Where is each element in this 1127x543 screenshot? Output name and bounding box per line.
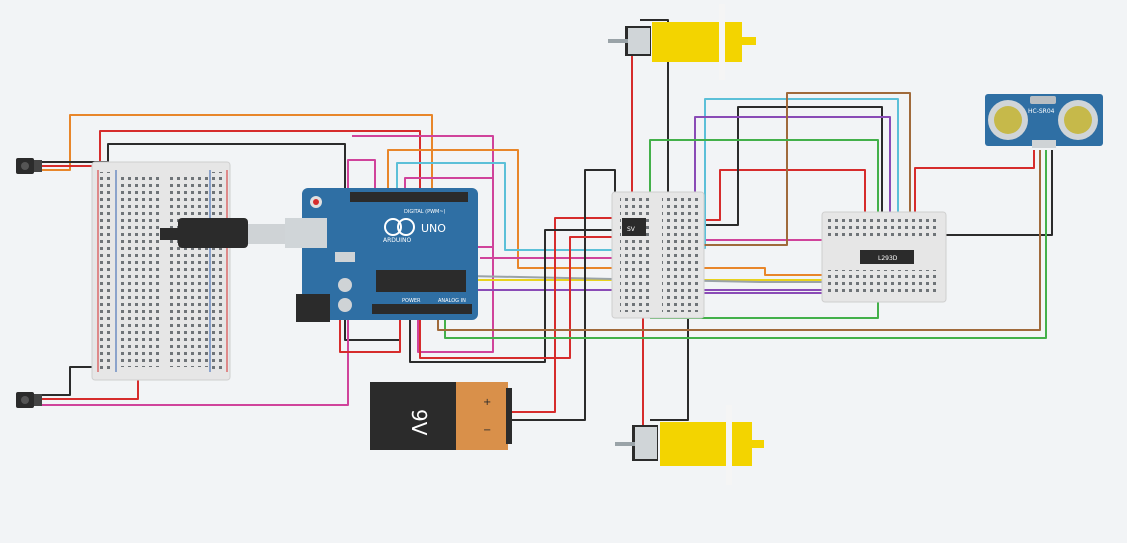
ultrasonic-sensor[interactable]: HC-SR04: [985, 94, 1103, 148]
dc-motor-bottom[interactable]: [615, 405, 764, 485]
wire-brown-sensor[interactable]: [437, 150, 1041, 331]
breadboard-large[interactable]: [91, 161, 231, 381]
wire-black-bottom-motor[interactable]: [650, 300, 689, 421]
wire-black-battery[interactable]: [510, 169, 616, 421]
driver-chip-label: L293D: [878, 255, 898, 262]
arduino-uno[interactable]: ARDUINO UNO DIGITAL (PWM~) POWER ANALOG …: [285, 188, 478, 322]
wire-brown-driver[interactable]: [650, 92, 911, 246]
wire-orange-mid[interactable]: [387, 149, 880, 276]
battery-voltage-label: 9V: [407, 409, 431, 436]
ir-sensor-top[interactable]: [16, 158, 42, 174]
wire-red-power-pin[interactable]: [339, 315, 401, 353]
wire-cyan-mid[interactable]: [396, 162, 660, 251]
dc-motor-top[interactable]: [608, 4, 756, 80]
switch-label: SV: [627, 226, 636, 233]
wire-black-bb-driver[interactable]: [675, 106, 883, 235]
battery-9v[interactable]: 9V + −: [370, 382, 512, 450]
wire-magenta-left-low[interactable]: [40, 159, 376, 406]
ir-sensor-bottom[interactable]: [16, 392, 42, 408]
arduino-power-label: POWER: [402, 298, 421, 304]
arduino-digital-label: DIGITAL (PWM~): [404, 209, 446, 215]
wire-red-sensor[interactable]: [914, 150, 1035, 240]
wire-black-top-motor[interactable]: [640, 19, 669, 225]
wire-magenta-mid[interactable]: [404, 177, 494, 248]
usb-cable: [160, 218, 286, 248]
wire-black-arduino-bottom[interactable]: [409, 229, 620, 363]
breadboard-small[interactable]: SV: [611, 191, 705, 319]
breadboard-driver[interactable]: L293D: [821, 211, 947, 303]
arduino-logo-text: ARDUINO: [383, 237, 412, 244]
battery-minus-label: −: [483, 425, 491, 436]
wire-black-left-low[interactable]: [40, 366, 100, 396]
wire-red-battery[interactable]: [510, 217, 612, 413]
sensor-label: HC-SR04: [1028, 108, 1055, 115]
wire-green-sensor[interactable]: [444, 150, 1047, 339]
arduino-model-text: UNO: [421, 222, 446, 235]
arduino-analog-label: ANALOG IN: [438, 298, 466, 304]
battery-plus-label: +: [483, 397, 491, 408]
wire-black-sensor[interactable]: [905, 150, 1053, 236]
wire-orange-left[interactable]: [40, 114, 433, 290]
wire-magenta-arc[interactable]: [352, 135, 494, 353]
wire-red-arduino-bottom[interactable]: [419, 236, 620, 359]
